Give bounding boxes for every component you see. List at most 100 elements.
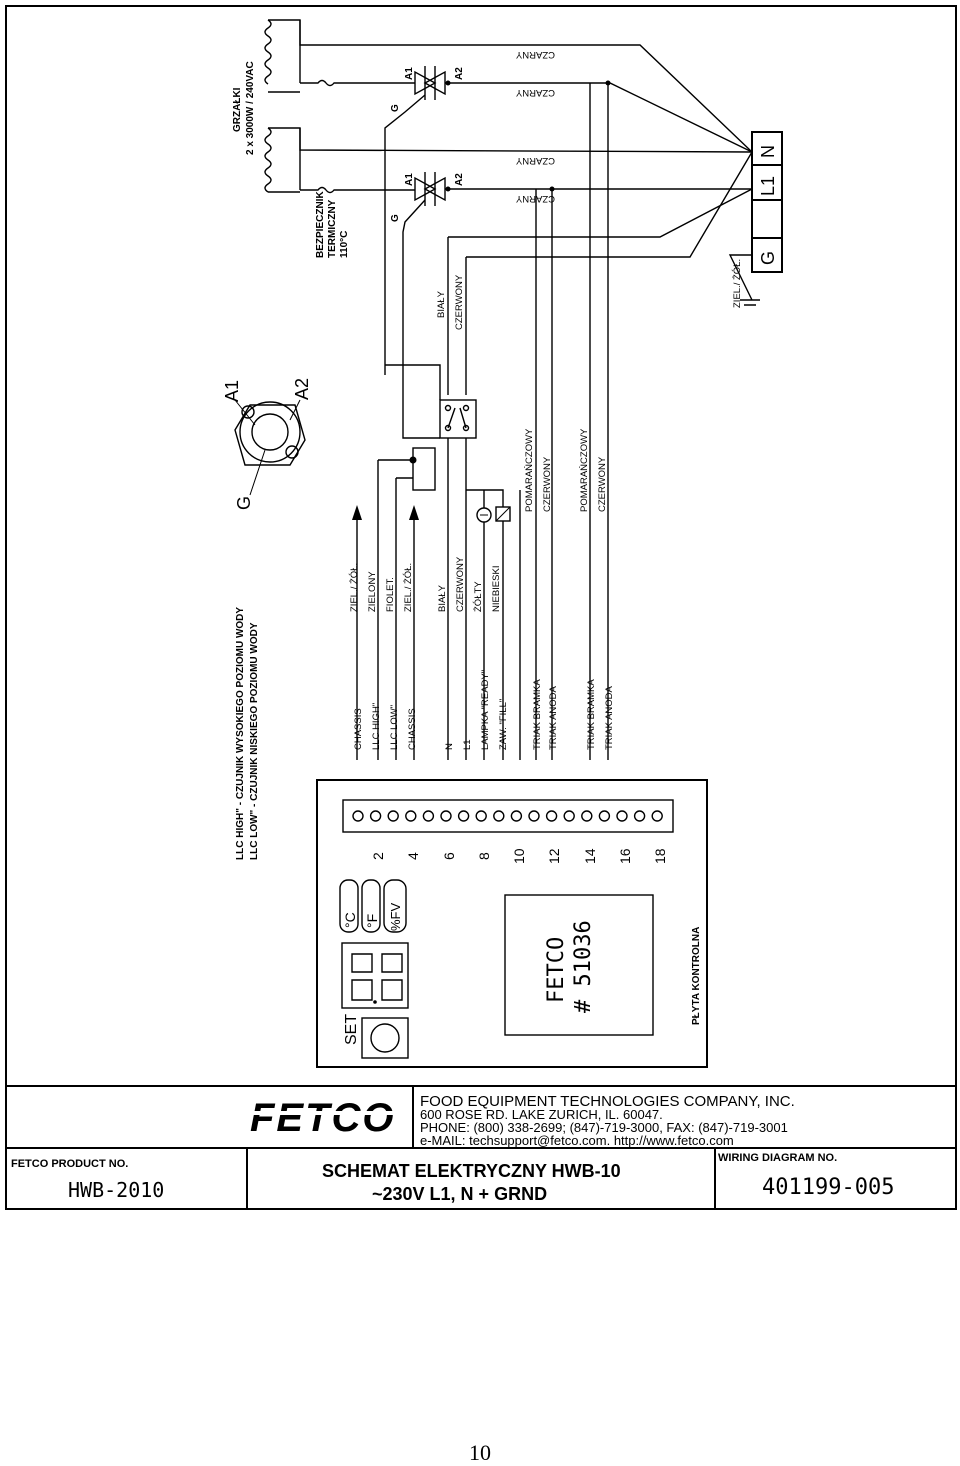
terminal-screw [493, 810, 505, 822]
product-label: FETCO PRODUCT NO. [11, 1158, 128, 1170]
svg-text:CZARNY: CZARNY [515, 193, 555, 204]
svg-text:TRIAK ANODA: TRIAK ANODA [548, 685, 559, 750]
mains-l1: L1 [758, 176, 778, 196]
svg-text:12: 12 [546, 848, 562, 864]
svg-text:L1: L1 [462, 739, 473, 750]
svg-text:ZAW. "FILL": ZAW. "FILL" [498, 699, 509, 750]
company-address: 600 ROSE RD. LAKE ZURICH, IL. 60047. [420, 1107, 663, 1122]
svg-text:A2: A2 [454, 173, 465, 186]
svg-text:A2: A2 [292, 378, 312, 400]
terminal-screw [633, 810, 646, 822]
svg-text:A2: A2 [454, 67, 465, 80]
heater-section: GRZAŁKI 2 x 3000W / 240VAC BEZPIECZNIK T… [232, 19, 783, 760]
terminal-screw [352, 810, 364, 822]
product-number: HWB-2010 [68, 1178, 164, 1202]
svg-text:BIAŁY: BIAŁY [437, 584, 448, 612]
svg-text:18: 18 [652, 848, 668, 864]
svg-text:G: G [390, 214, 401, 222]
svg-text:NIEBIESKI: NIEBIESKI [491, 566, 502, 612]
terminal-screw [651, 810, 663, 822]
svg-text:CZERWONY: CZERWONY [597, 456, 608, 512]
company-phone: PHONE: (800) 338-2699; (847)-719-3000, F… [420, 1120, 788, 1135]
svg-text:CZARNY: CZARNY [515, 155, 555, 166]
chip-part: # 51036 [571, 920, 596, 1013]
unit-fv: %FV [388, 903, 403, 932]
terminal-labels: CHASSIS LLC HIGH" LLC LOW" CHASSIS N L1 … [353, 670, 615, 750]
fuse-label-1: BEZPIECZNIK [315, 191, 326, 258]
terminal-screw [545, 810, 558, 822]
terminal-screw [510, 810, 523, 822]
svg-text:ŻÓŁTY: ŻÓŁTY [473, 581, 484, 612]
terminal-screw [440, 810, 452, 822]
diagram-number: 401199-005 [762, 1175, 894, 1200]
svg-text:CZARNY: CZARNY [515, 49, 555, 60]
svg-text:TRIAK BRAMKA: TRIAK BRAMKA [586, 679, 597, 750]
terminal-screw [475, 810, 487, 822]
switch-block [378, 364, 511, 760]
unit-f: °F [364, 914, 380, 928]
wire-black-1 [299, 20, 753, 153]
svg-text:POMARAŃCZOWY: POMARAŃCZOWY [579, 428, 590, 512]
svg-text:TRIAK ANODA: TRIAK ANODA [604, 685, 615, 750]
heater-title: GRZAŁKI [232, 87, 243, 132]
legend-line-2: LLC LOW" - CZUJNIK NISKIEGO POZIOMU WODY [249, 622, 260, 860]
heater-coil-top [264, 19, 272, 85]
wire-red [466, 151, 753, 258]
heater-coil-bottom [264, 127, 272, 193]
terminal-screw [528, 810, 540, 822]
svg-text:ZIELONY: ZIELONY [367, 571, 378, 612]
heater-spec: 2 x 3000W / 240VAC [245, 61, 256, 155]
triac-bottom: A1 A2 G [390, 172, 465, 375]
mains-terminal: N L1 G ZIEL./ ŻÓŁ. [728, 131, 783, 308]
fetco-logo: FETCO [250, 1096, 396, 1140]
page-number: 10 [469, 1440, 491, 1465]
drawing-frame [5, 5, 957, 1210]
svg-text:POMARAŃCZOWY: POMARAŃCZOWY [524, 428, 535, 512]
svg-text:4: 4 [405, 852, 421, 860]
terminal-screw [616, 810, 628, 822]
set-label: SET [343, 1014, 360, 1045]
svg-text:FIOLET.: FIOLET. [385, 577, 396, 612]
triac-package-drawing: A1 A2 G [222, 378, 312, 510]
svg-text:A1: A1 [404, 67, 415, 80]
mains-earth-label: ZIEL./ ŻÓŁ. [732, 259, 743, 308]
svg-text:N: N [444, 743, 455, 750]
svg-text:CZARNY: CZARNY [515, 87, 555, 98]
wire-white-label: BIAŁY [436, 290, 447, 318]
terminal-screw [457, 810, 470, 822]
company-name: FOOD EQUIPMENT TECHNOLOGIES COMPANY, INC… [420, 1093, 795, 1110]
diagram-label: WIRING DIAGRAM NO. [718, 1152, 837, 1164]
svg-text:LLC LOW": LLC LOW" [389, 705, 400, 750]
terminal-screw [405, 810, 417, 822]
terminal-screw [422, 810, 435, 822]
legend-line-1: LLC HIGH" - CZUJNIK WYSOKIEGO POZIOMU WO… [235, 607, 246, 860]
terminal-screw [598, 810, 611, 822]
board-label: PŁYTA KONTROLNA [691, 927, 702, 1025]
mains-g: G [758, 251, 778, 265]
company-email: e-MAIL: techsupport@fetco.com. http://ww… [420, 1133, 734, 1148]
svg-text:A1: A1 [404, 173, 415, 186]
svg-text:2: 2 [370, 852, 386, 860]
svg-text:6: 6 [441, 852, 457, 860]
fuse-label-2: TERMICZNY [327, 199, 338, 258]
chip-brand: FETCO [544, 937, 569, 1003]
fuse-symbol-bottom [300, 186, 415, 194]
mains-n: N [758, 145, 778, 158]
svg-text:LLC HIGH": LLC HIGH" [371, 703, 382, 750]
svg-text:TRIAK BRAMKA: TRIAK BRAMKA [532, 679, 543, 750]
fuse-label-3: 110°C [339, 231, 350, 258]
terminal-screw [387, 810, 399, 822]
terminal-screw [369, 810, 382, 822]
terminal-strip [352, 810, 663, 822]
svg-text:ZIEL./ ŻÓŁ.: ZIEL./ ŻÓŁ. [349, 563, 360, 612]
title-block: FETCO FOOD EQUIPMENT TECHNOLOGIES COMPAN… [6, 1086, 956, 1209]
svg-text:CHASSIS: CHASSIS [407, 708, 418, 750]
svg-text:A1: A1 [222, 380, 242, 402]
svg-text:LAMPKA "READY": LAMPKA "READY" [480, 670, 491, 750]
fuse-symbol-top [300, 79, 415, 87]
schematic-subtitle: ~230V L1, N + GRND [372, 1184, 547, 1204]
terminal-screw [563, 810, 575, 822]
wire-black-2 [445, 82, 753, 153]
wire-black-3 [299, 128, 753, 153]
